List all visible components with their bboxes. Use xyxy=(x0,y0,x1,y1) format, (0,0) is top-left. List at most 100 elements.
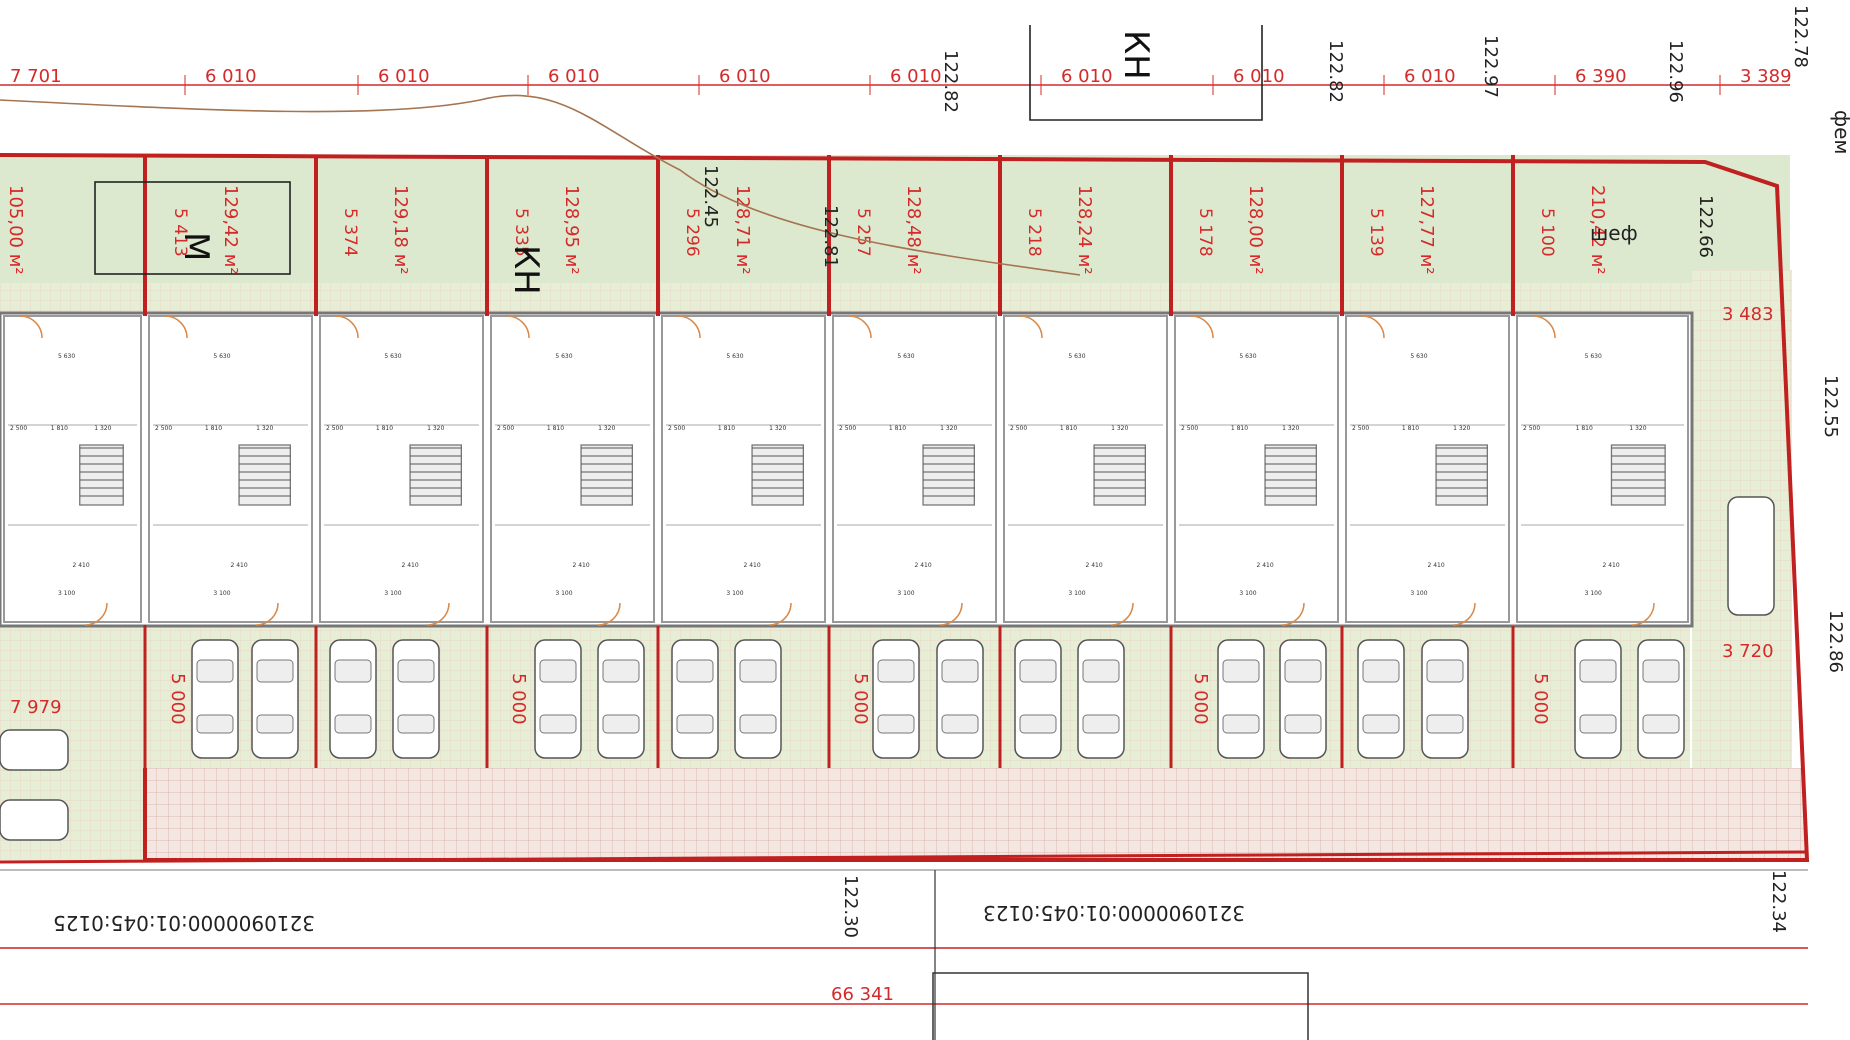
car xyxy=(1574,639,1622,759)
elevation-mark: 122.45 xyxy=(700,165,721,228)
parking-depth: 5 000 xyxy=(1190,673,1211,725)
fp-dim-1810: 1 810 xyxy=(718,425,735,432)
door-swing xyxy=(848,315,872,339)
door-swing xyxy=(1532,315,1556,339)
car xyxy=(1077,639,1125,759)
door-swing xyxy=(1019,315,1043,339)
fp-dim-1810: 1 810 xyxy=(1231,425,1248,432)
fp-dim-2410: 2 410 xyxy=(1428,562,1445,569)
car xyxy=(671,639,719,759)
fp-dim-3100: 3 100 xyxy=(1585,590,1602,597)
top-dimension: 6 010 xyxy=(1233,66,1285,87)
car xyxy=(1217,639,1265,759)
plot-area: 127,77 м² xyxy=(1416,185,1437,275)
stair xyxy=(238,444,292,506)
top-dimension: 6 010 xyxy=(205,66,257,87)
fp-dim-1810: 1 810 xyxy=(205,425,222,432)
fp-dim-3100: 3 100 xyxy=(1239,590,1256,597)
plot-depth: 5 335 xyxy=(511,208,531,257)
fp-dim-1810: 1 810 xyxy=(889,425,906,432)
fp-dim-2410: 2 410 xyxy=(1603,562,1620,569)
fp-dim-3100: 3 100 xyxy=(213,590,230,597)
fp-dim-1320: 1 320 xyxy=(1111,425,1128,432)
door-swing xyxy=(939,602,963,626)
car xyxy=(1357,639,1405,759)
fp-dim-2500: 2 500 xyxy=(155,425,172,432)
entrance-paving xyxy=(0,283,1700,313)
top-dimension: 6 010 xyxy=(1061,66,1113,87)
fp-dim-1320: 1 320 xyxy=(940,425,957,432)
plot-depth: 5 100 xyxy=(1537,208,1557,257)
door-swing xyxy=(597,602,621,626)
car xyxy=(1279,639,1327,759)
stair xyxy=(79,444,124,506)
car xyxy=(872,639,920,759)
neighbor-parcel xyxy=(932,972,1309,1040)
stair xyxy=(1435,444,1489,506)
kn-label-2: КН xyxy=(1116,30,1156,80)
car xyxy=(191,639,239,759)
door-swing xyxy=(1281,602,1305,626)
fp-dim-2410: 2 410 xyxy=(1086,562,1103,569)
townhouse-unit: 5 630 2 500 1 810 1 320 3 100 2 410 xyxy=(148,315,313,626)
plot-area: 128,95 м² xyxy=(561,185,582,275)
plot-area: 128,00 м² xyxy=(1245,185,1266,275)
driveway-pavers xyxy=(145,768,1805,858)
stair xyxy=(751,444,804,506)
plot-area: 128,71 м² xyxy=(732,185,753,275)
fp-dim-width: 5 630 xyxy=(58,353,75,360)
parked-cars xyxy=(0,496,1775,841)
car xyxy=(1421,639,1469,759)
cadastral-0125: 3210900000:01:045:0125 xyxy=(53,911,315,935)
elevation-mark: 122.78 xyxy=(1790,5,1811,68)
fp-dim-width: 5 630 xyxy=(213,353,230,360)
plot-depth: 5 178 xyxy=(1195,208,1215,257)
parking-depth: 5 000 xyxy=(850,673,871,725)
plot-area: 210,42 м² xyxy=(1587,185,1608,275)
car xyxy=(251,639,299,759)
m-label: М xyxy=(176,232,216,261)
fp-dim-width: 5 630 xyxy=(555,353,572,360)
car xyxy=(1637,639,1685,759)
car xyxy=(392,639,440,759)
parking-depth: 5 000 xyxy=(1530,673,1551,725)
stair xyxy=(922,444,975,506)
fp-dim-2410: 2 410 xyxy=(1257,562,1274,569)
fp-dim-1320: 1 320 xyxy=(1282,425,1299,432)
parking-depth: 5 000 xyxy=(508,673,529,725)
fp-dim-1810: 1 810 xyxy=(376,425,393,432)
fp-dim-width: 5 630 xyxy=(897,353,914,360)
fp-dim-1320: 1 320 xyxy=(256,425,273,432)
car xyxy=(597,639,645,759)
elevation-mark: 122.96 xyxy=(1665,40,1686,103)
stair xyxy=(580,444,633,506)
elevation-mark: 122.82 xyxy=(1325,40,1346,103)
top-dimension: 7 701 xyxy=(10,66,62,87)
door-swing xyxy=(1361,315,1385,339)
car xyxy=(1727,496,1775,616)
door-swing xyxy=(1190,315,1214,339)
fp-dim-2410: 2 410 xyxy=(231,562,248,569)
fp-dim-width: 5 630 xyxy=(1410,353,1427,360)
plot-divider-lines xyxy=(143,155,1515,768)
door-swing xyxy=(164,315,188,339)
fp-dim-3100: 3 100 xyxy=(1068,590,1085,597)
fp-dim-3100: 3 100 xyxy=(555,590,572,597)
fp-dim-1320: 1 320 xyxy=(769,425,786,432)
top-dimension: 6 010 xyxy=(378,66,430,87)
fp-dim-1810: 1 810 xyxy=(1402,425,1419,432)
elevation-mark: 122.81 xyxy=(820,205,841,268)
fp-dim-2500: 2 500 xyxy=(1523,425,1540,432)
door-swing xyxy=(506,315,530,339)
plot-area: 129,18 м² xyxy=(390,185,411,275)
door-swing xyxy=(677,315,701,339)
